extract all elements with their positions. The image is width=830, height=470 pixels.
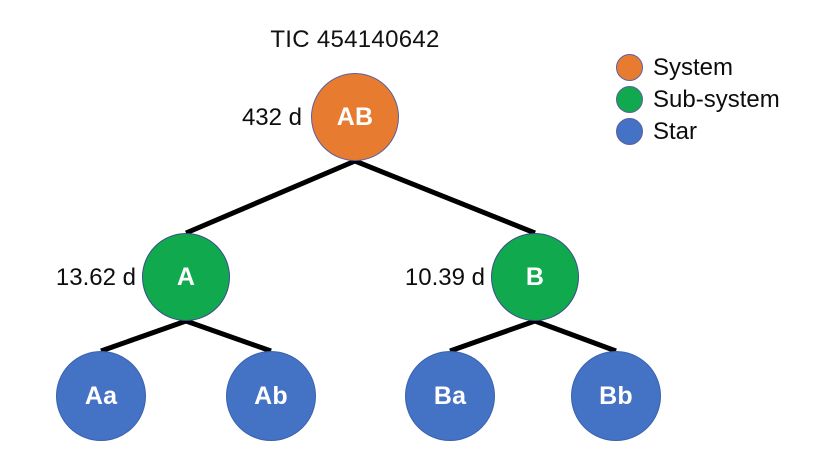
node-ab-star-label: Ab <box>254 381 288 410</box>
node-a-label: A <box>176 262 196 291</box>
period-label-a: 13.62 d <box>55 264 136 291</box>
page-title: TIC 454140642 <box>270 26 440 53</box>
legend-label-subsystem: Sub-system <box>653 85 780 113</box>
period-label-ab: 432 d <box>241 104 302 131</box>
legend-item-system: System <box>616 54 780 81</box>
period-label-b: 10.39 d <box>404 264 485 291</box>
node-ba[interactable]: Ba <box>405 351 495 441</box>
edge-ab-a <box>185 158 356 236</box>
node-a[interactable]: A <box>142 233 230 321</box>
node-bb[interactable]: Bb <box>571 351 661 441</box>
legend-swatch-subsystem-icon <box>616 86 643 113</box>
node-ab[interactable]: AB <box>311 73 399 161</box>
node-ba-label: Ba <box>433 381 467 410</box>
node-ab-label: AB <box>336 102 374 131</box>
legend: System Sub-system Star <box>616 54 780 145</box>
legend-swatch-system-icon <box>616 54 643 81</box>
node-ab-star[interactable]: Ab <box>226 351 316 441</box>
node-aa[interactable]: Aa <box>56 351 146 441</box>
edge-a-aa <box>100 318 187 354</box>
node-b-label: B <box>525 262 545 291</box>
legend-label-star: Star <box>653 117 698 145</box>
edge-b-ba <box>449 318 536 354</box>
edge-a-ab <box>185 318 272 354</box>
node-aa-label: Aa <box>84 381 118 410</box>
legend-label-system: System <box>653 53 734 81</box>
node-bb-label: Bb <box>599 381 633 410</box>
legend-item-subsystem: Sub-system <box>616 86 780 113</box>
node-b[interactable]: B <box>491 233 579 321</box>
edge-b-bb <box>534 318 617 354</box>
legend-swatch-star-icon <box>616 118 643 145</box>
legend-item-star: Star <box>616 118 780 145</box>
edge-ab-b <box>354 158 536 236</box>
